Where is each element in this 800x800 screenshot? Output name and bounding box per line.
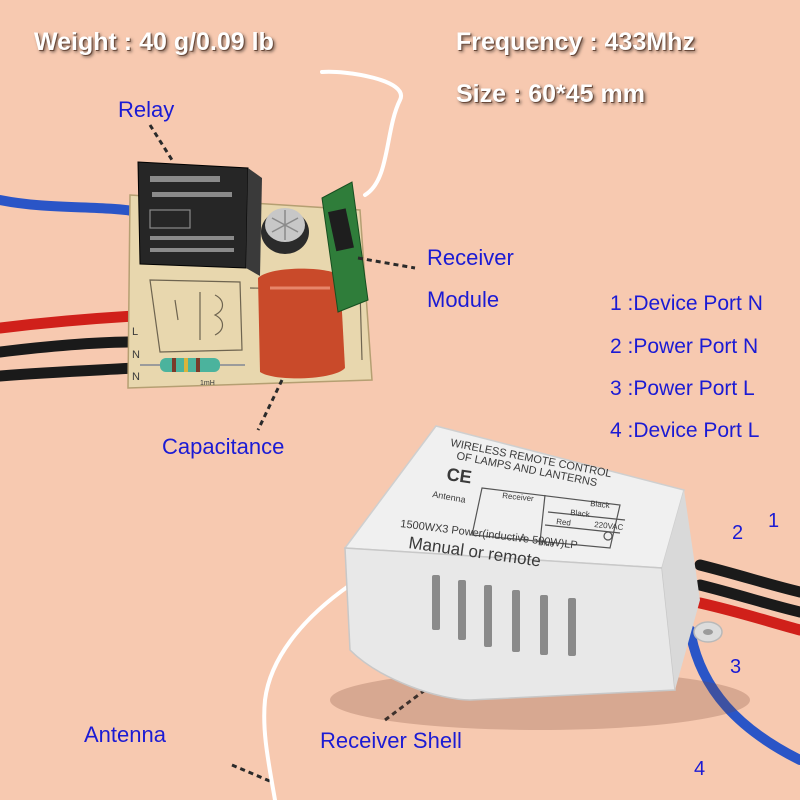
svg-text:N: N: [132, 371, 140, 383]
svg-text:1mH: 1mH: [200, 380, 215, 387]
receiver-module-callout-line2: Module: [427, 287, 500, 312]
receiver-module-callout-line1: Receiver: [427, 245, 514, 270]
pcb-board: L N N 1mH: [0, 69, 403, 389]
wire-number-3: 3: [730, 656, 742, 678]
shell-blue-text: Blue: [538, 538, 555, 549]
capacitance-callout: Capacitance: [162, 434, 285, 459]
size-spec: Size : 60*45 mm: [456, 80, 645, 108]
shell-ce-mark: CE: [445, 464, 473, 487]
svg-text:N: N: [132, 349, 140, 361]
receiver-shell-callout: Receiver Shell: [320, 728, 462, 753]
weight-spec: Weight : 40 g/0.09 lb: [34, 28, 274, 56]
wire-number-2: 2: [732, 522, 744, 544]
shell-a-text: A: [520, 532, 527, 542]
shell-receiver-text: Receiver: [502, 491, 535, 503]
wire-number-4: 4: [694, 758, 706, 780]
shell-voltage-text: 220VAC: [594, 520, 624, 532]
port-legend-3: 3 :Power Port L: [610, 377, 755, 400]
port-legend-2: 2 :Power Port N: [610, 335, 759, 358]
wire-number-1: 1: [768, 510, 780, 532]
receiver-shell: [262, 425, 800, 800]
leader-lines: [148, 124, 426, 784]
port-legend-1: 1 :Device Port N: [610, 292, 763, 315]
shell-black1-text: Black: [590, 499, 611, 510]
svg-text:L: L: [132, 326, 138, 338]
antenna-callout: Antenna: [84, 722, 166, 747]
frequency-spec: Frequency : 433Mhz: [456, 28, 695, 56]
shell-black2-text: Black: [570, 508, 591, 519]
port-legend-4: 4 :Device Port L: [610, 419, 760, 442]
relay-callout: Relay: [118, 97, 175, 122]
shell-red-text: Red: [556, 517, 572, 527]
